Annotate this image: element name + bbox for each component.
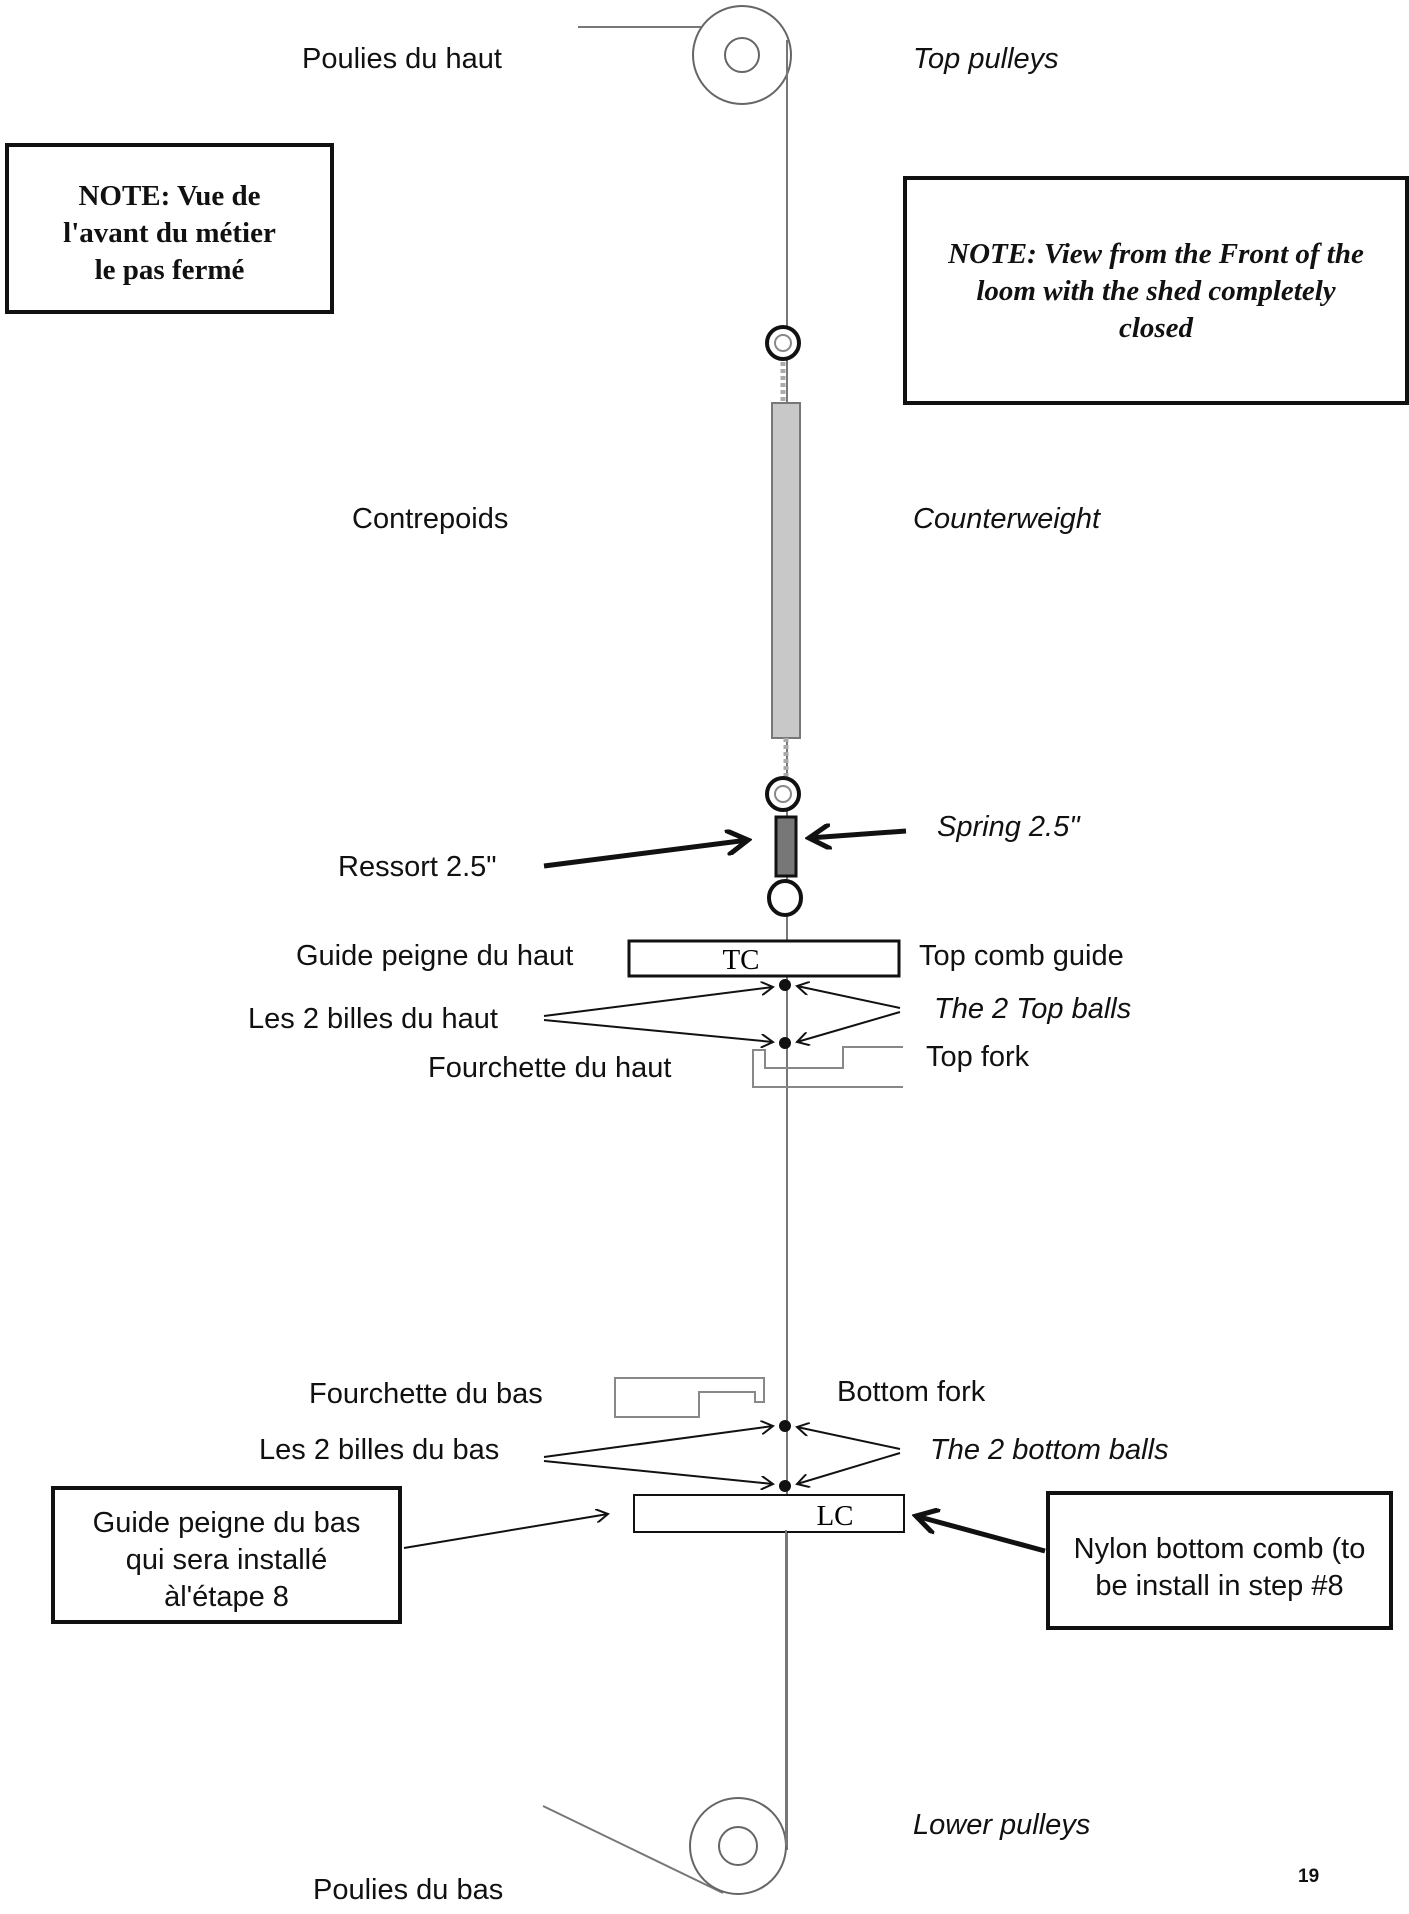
note-box-fr: NOTE: Vue de l'avant du métier le pas fe…: [5, 143, 334, 314]
spring-label-fr: Ressort 2.5": [338, 851, 497, 883]
spring-arrow-left: [543, 840, 748, 869]
bottom-comb-note-fr: Guide peigne du bas qui sera installé àl…: [51, 1486, 402, 1624]
note-fr-line-3: le pas fermé: [94, 254, 245, 286]
bottom-comb-fr-line-2: qui sera installé: [125, 1544, 328, 1576]
bottom-comb-note-en: Nylon bottom comb (to be install in step…: [1046, 1491, 1393, 1630]
top-fork: [752, 1046, 903, 1088]
lower-pulleys-label-en: Lower pulleys: [913, 1809, 1091, 1841]
note-en-line-2: loom with the shed completely: [976, 275, 1336, 307]
top-fork-label-fr: Fourchette du haut: [428, 1052, 672, 1084]
bottom-comb-arrow-left: [403, 1514, 608, 1549]
bottom-ball-1: [779, 1420, 791, 1432]
spring-eyelet-bottom: [767, 879, 803, 917]
top-pulleys-label-en: Top pulleys: [913, 43, 1059, 75]
note-fr-line-2: l'avant du métier: [63, 217, 276, 249]
spring: [774, 815, 798, 878]
top-ball-2: [779, 1037, 791, 1049]
spring-arrow-right: [809, 831, 907, 838]
counterweight-label-fr: Contrepoids: [352, 503, 509, 535]
top-balls-label-fr: Les 2 billes du haut: [248, 1003, 498, 1035]
bottom-comb-en-line-1: Nylon bottom comb (to: [1073, 1533, 1366, 1565]
page-number: 19: [1298, 1866, 1320, 1887]
note-en-line-1: NOTE: View from the Front of the: [948, 238, 1364, 270]
top-ball-1: [779, 979, 791, 991]
bottom-comb-fr-line-1: Guide peigne du bas: [92, 1507, 361, 1539]
top-balls-label-en: The 2 Top balls: [934, 993, 1132, 1025]
top-eyelet: [765, 325, 801, 403]
top-pulleys-label-fr: Poulies du haut: [302, 43, 502, 75]
top-comb-guide: [627, 939, 901, 978]
note-fr-line-1: NOTE: Vue de: [78, 180, 261, 212]
bottom-comb-label: LC: [816, 1500, 853, 1532]
top-fork-label-en: Top fork: [926, 1041, 1030, 1073]
spring-eyelet-top: [765, 776, 801, 812]
bottom-ball-2: [779, 1480, 791, 1492]
lower-pulleys-label-fr: Poulies du bas: [313, 1874, 504, 1906]
top-comb-guide-label-fr: Guide peigne du haut: [296, 940, 574, 972]
bottom-comb-fr-line-3: àl'étape 8: [164, 1581, 289, 1613]
spring-label-en: Spring 2.5": [937, 811, 1080, 843]
lower-pulley: [542, 1530, 787, 1895]
top-pulley: [578, 5, 792, 340]
top-comb-label: TC: [722, 944, 759, 976]
note-en-line-3: closed: [1118, 312, 1194, 344]
bottom-fork-label-fr: Fourchette du bas: [309, 1378, 543, 1410]
bottom-fork-label-en: Bottom fork: [837, 1376, 986, 1408]
bottom-balls-label-fr: Les 2 billes du bas: [259, 1434, 500, 1466]
bottom-balls-label-en: The 2 bottom balls: [930, 1434, 1169, 1466]
bottom-comb-arrow-right: [916, 1516, 1046, 1554]
bottom-comb-en-line-2: be install in step #8: [1095, 1570, 1344, 1602]
bottom-comb-guide: [633, 1494, 905, 1533]
bottom-fork: [614, 1377, 765, 1418]
note-box-en: NOTE: View from the Front of the loom wi…: [903, 176, 1409, 405]
counterweight-bar: [771, 402, 801, 739]
counterweight-label-en: Counterweight: [913, 503, 1100, 535]
top-comb-guide-label-en: Top comb guide: [919, 940, 1124, 972]
